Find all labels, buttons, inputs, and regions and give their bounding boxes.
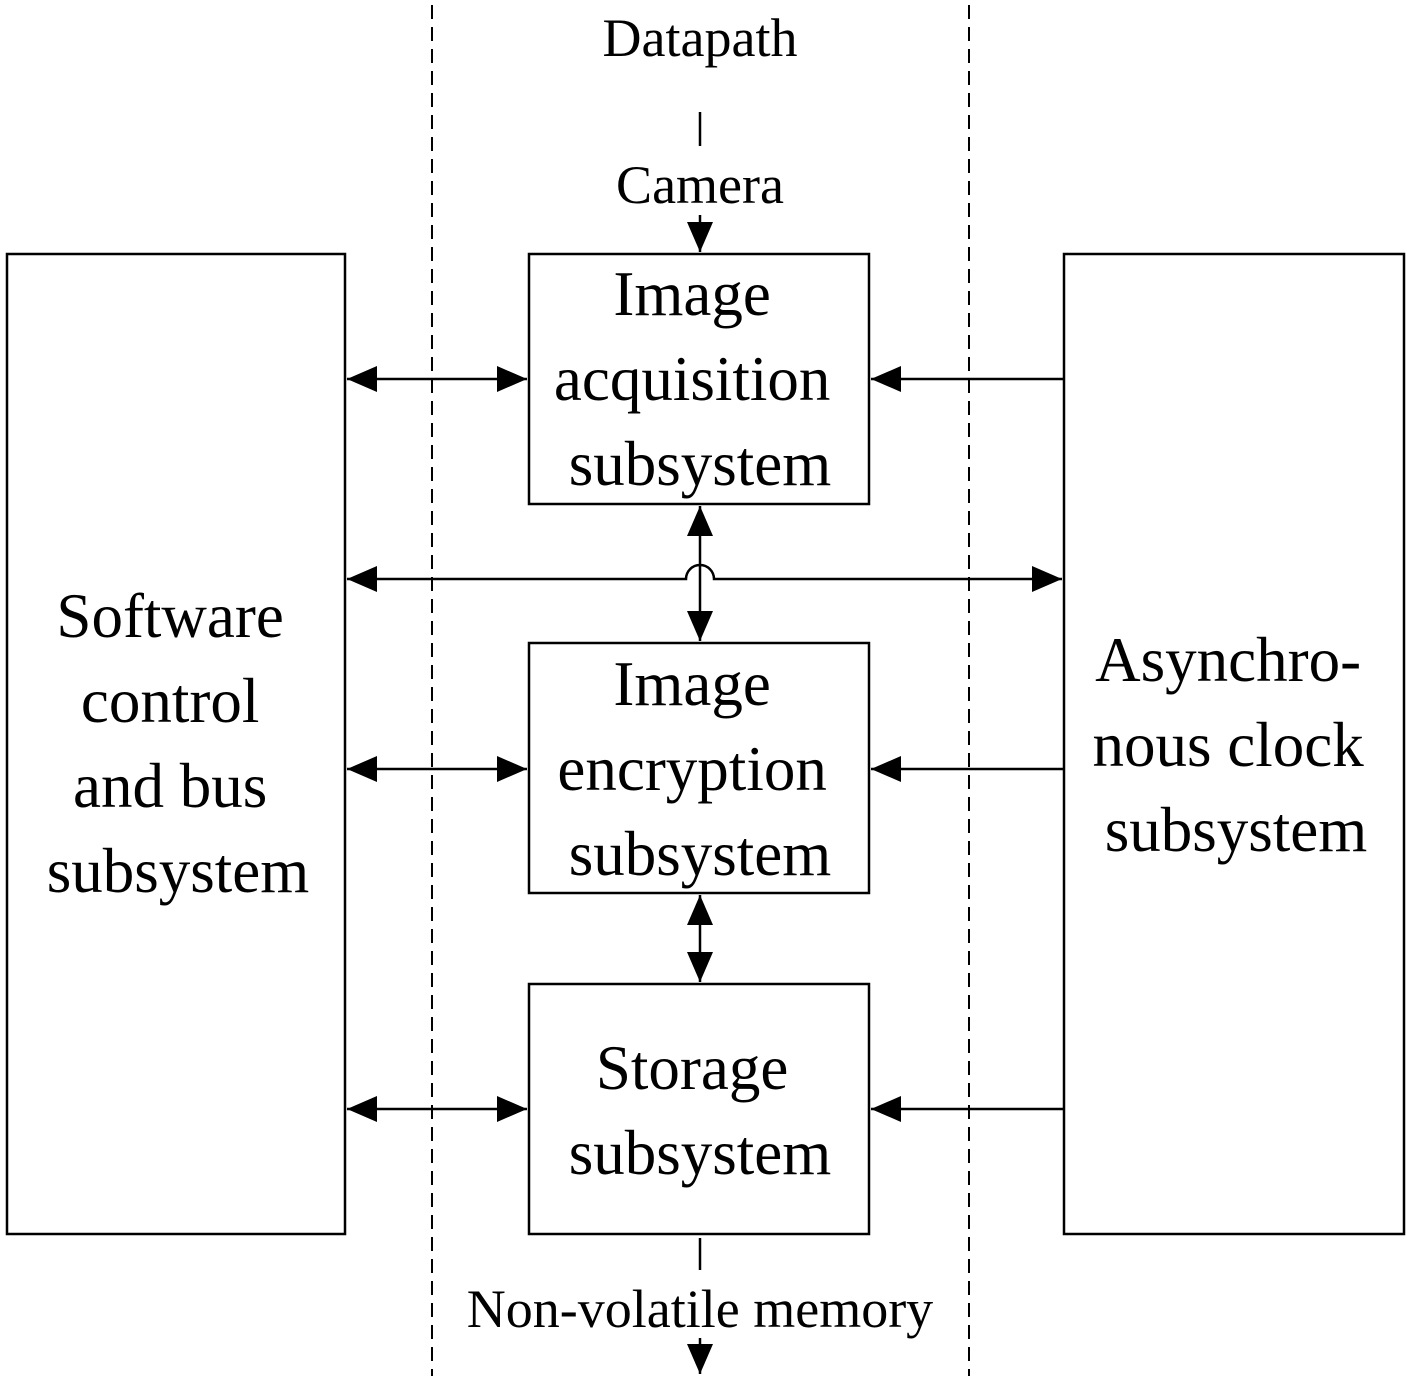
camera-label: Camera xyxy=(616,155,784,215)
software-control-bus-block xyxy=(5,252,347,1236)
image-encryption-block xyxy=(527,641,871,895)
image-acquisition-block xyxy=(527,252,871,506)
software-clock-bus-arrow xyxy=(347,563,1062,592)
async-clock-block xyxy=(1062,252,1406,1236)
clock-block-label: Asynchro- nous clock subsystem xyxy=(1093,625,1380,865)
non-volatile-memory-label: Non-volatile memory xyxy=(467,1279,933,1339)
acquisition-block-label: Image acquisition subsystem xyxy=(554,259,846,499)
storage-block-label: Storage subsystem xyxy=(569,1033,832,1188)
encryption-block-label: Image encryption subsystem xyxy=(557,649,842,889)
storage-block xyxy=(527,982,871,1236)
software-block-label: Software control and bus subsystem xyxy=(47,581,310,906)
datapath-label: Datapath xyxy=(603,8,798,68)
